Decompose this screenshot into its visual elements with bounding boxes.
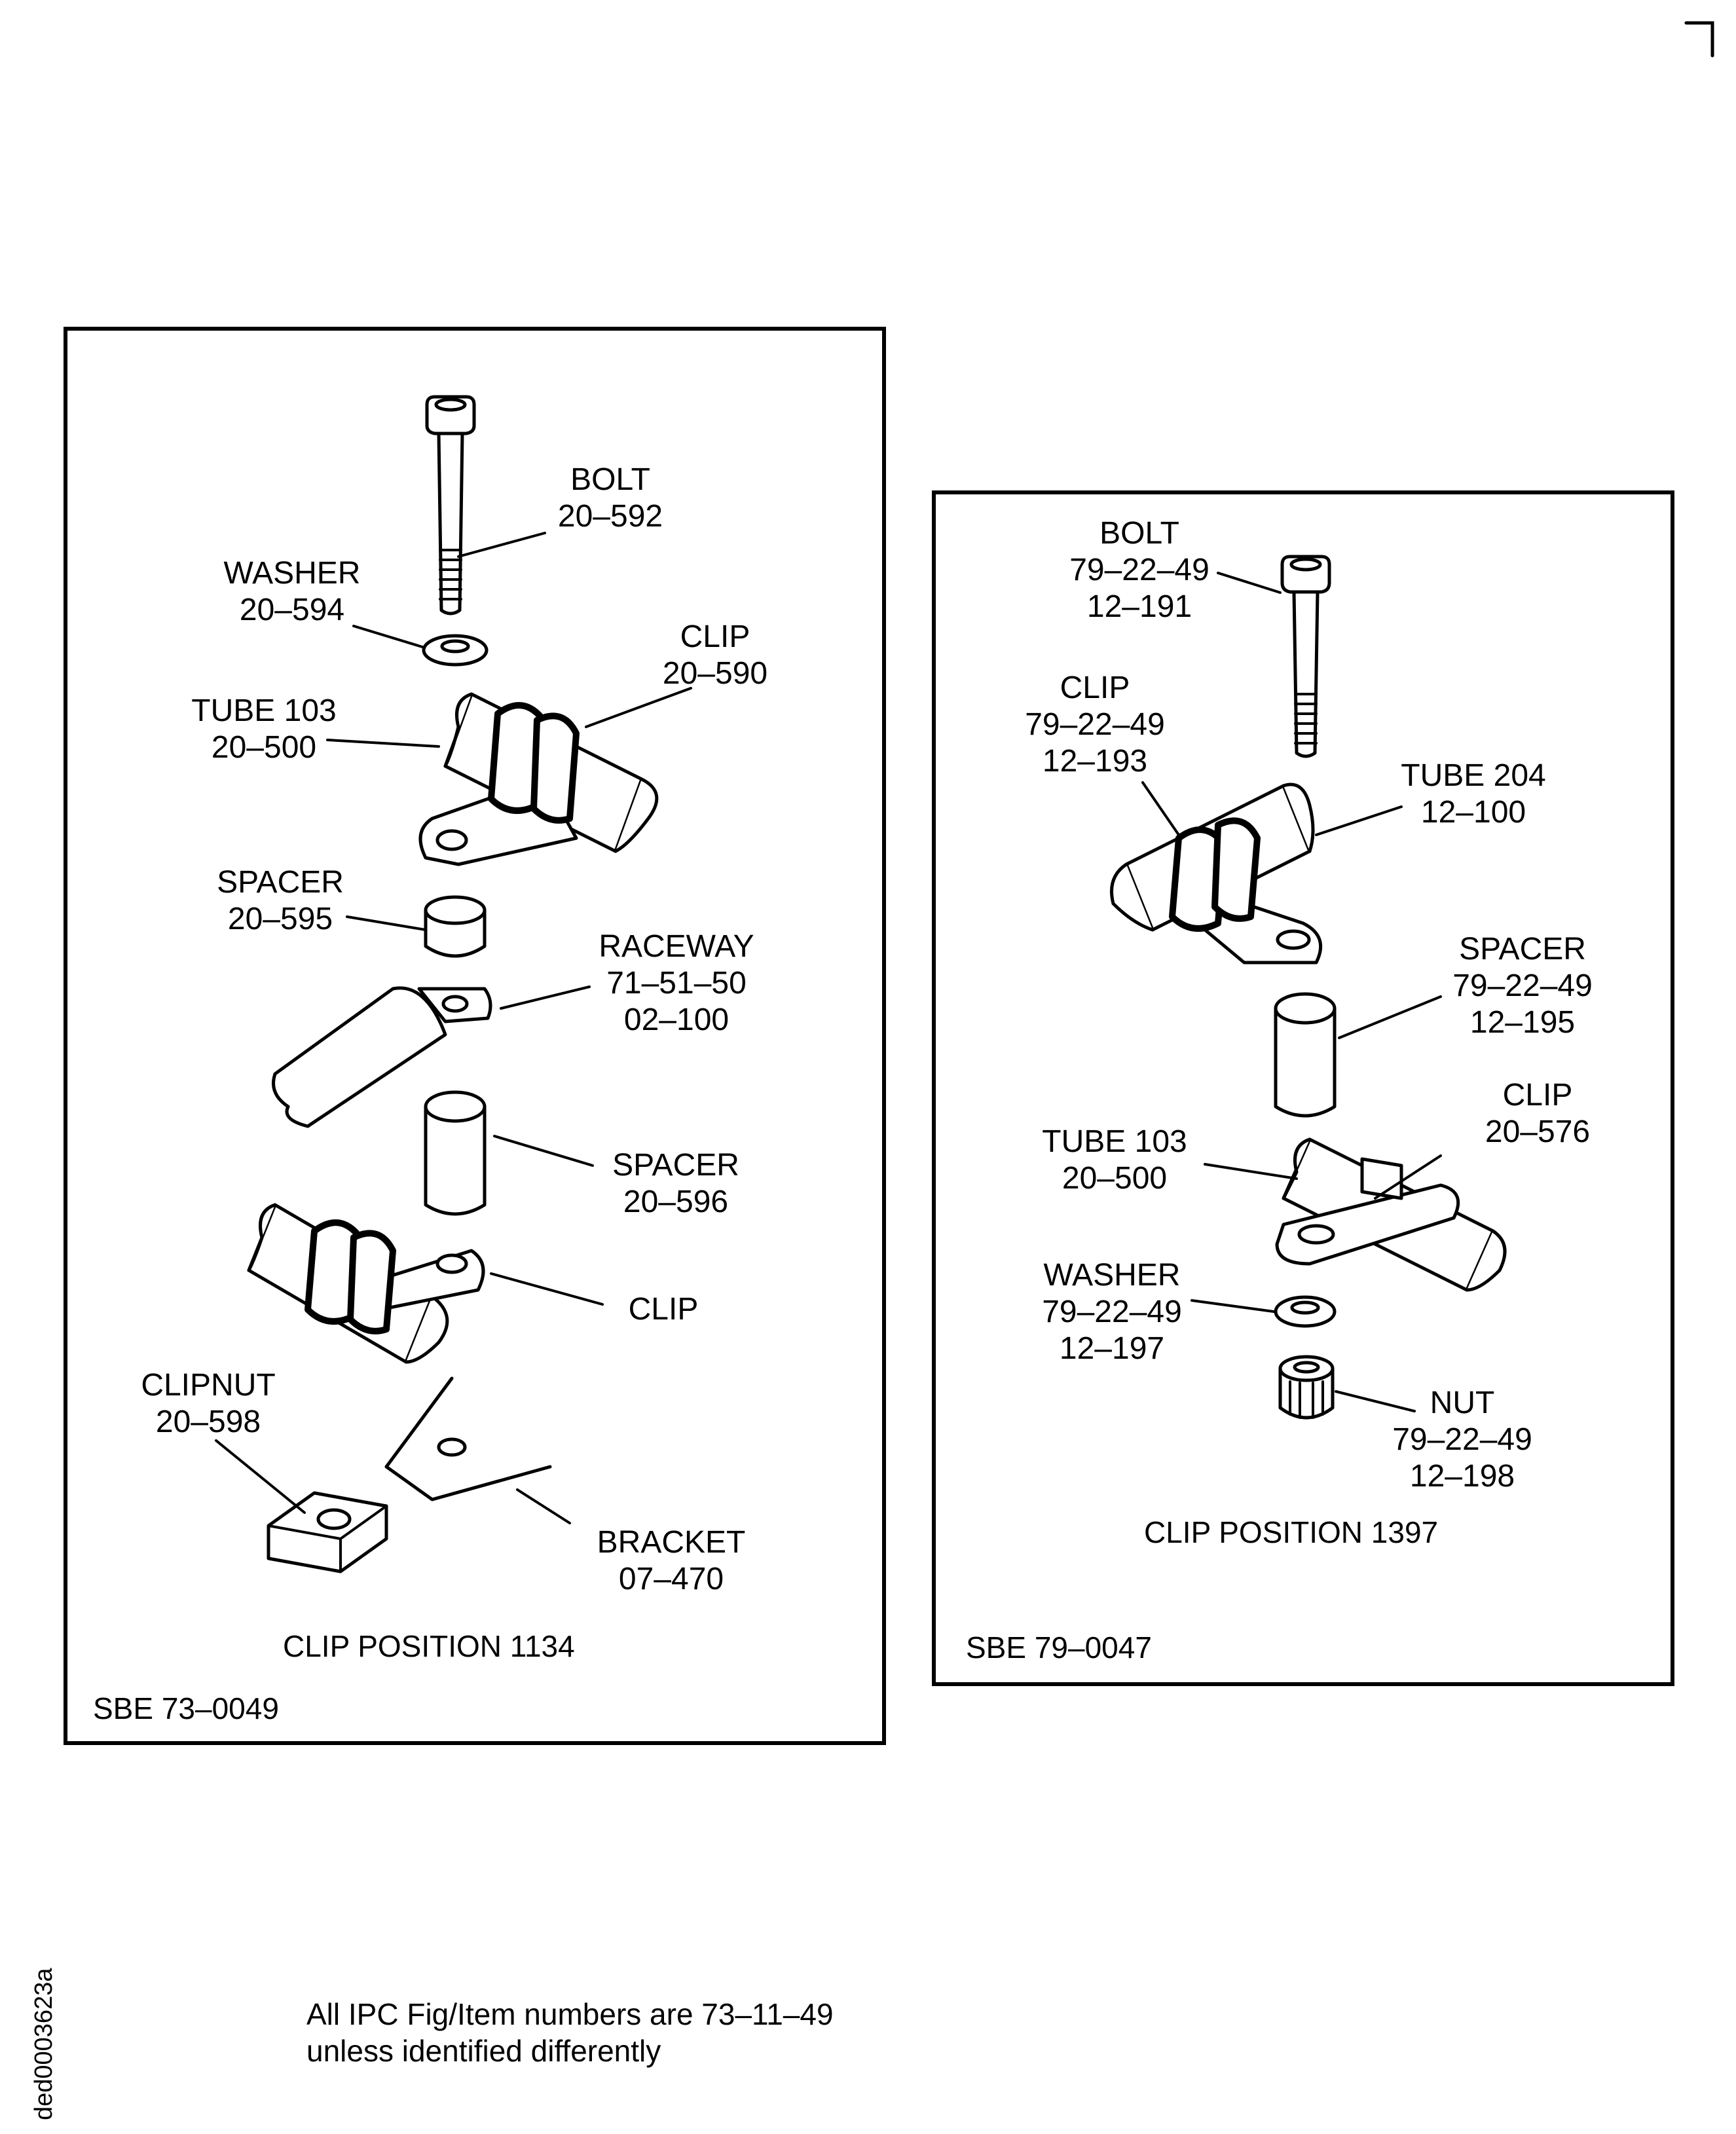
bolt-left-part <box>425 395 476 616</box>
clip-right-top-label: CLIP 79–22–49 12–193 <box>1025 670 1165 780</box>
part-name: CLIPNUT <box>141 1368 276 1403</box>
part-number: 79–22–49 <box>1069 553 1210 587</box>
footnote-line-2: unless identified differently <box>306 2034 661 2068</box>
part-number: 20–595 <box>227 902 333 936</box>
part-name: TUBE 204 <box>1401 758 1546 793</box>
part-name: WASHER <box>1043 1258 1181 1293</box>
part-name: SPACER <box>612 1148 739 1183</box>
part-number: 79–22–49 <box>1452 968 1593 1003</box>
part-name: CLIP <box>1502 1078 1573 1113</box>
part-name: BOLT <box>1099 516 1179 551</box>
right-panel-frame <box>932 490 1674 1686</box>
part-number: 12–198 <box>1409 1459 1515 1494</box>
nut-right-label: NUT 79–22–49 12–198 <box>1392 1385 1532 1495</box>
clipnut-label: CLIPNUT 20–598 <box>141 1367 275 1441</box>
clipnut-part <box>267 1491 388 1573</box>
spacer-long-left-part <box>424 1090 487 1216</box>
part-name: SPACER <box>217 865 344 900</box>
clip-lower-left-part <box>247 1203 485 1364</box>
right-panel-caption: CLIP POSITION 1397 <box>1144 1515 1439 1549</box>
part-name: CLIP <box>1060 671 1130 705</box>
bracket-label: BRACKET 07–470 <box>597 1524 746 1598</box>
part-number: 79–22–49 <box>1042 1295 1182 1329</box>
bolt-right-part <box>1280 555 1331 758</box>
nut-right-part <box>1278 1355 1335 1420</box>
left-panel-caption: CLIP POSITION 1134 <box>283 1629 575 1663</box>
part-number: 12–191 <box>1086 589 1192 624</box>
part-number: 07–470 <box>618 1562 724 1596</box>
tube-204-label: TUBE 204 12–100 <box>1401 758 1545 831</box>
part-number: 20–592 <box>557 499 663 534</box>
part-number: 20–594 <box>239 593 345 627</box>
part-name: RACEWAY <box>599 929 754 964</box>
clip-left-lower-label: CLIP <box>629 1291 699 1328</box>
left-leader-lines <box>215 532 692 1524</box>
part-number: 12–197 <box>1059 1331 1165 1366</box>
tube-103-left-label: TUBE 103 20–500 <box>191 693 336 766</box>
raceway-part <box>272 986 492 1128</box>
spacer-small-left-part <box>424 895 487 958</box>
part-number: 20–598 <box>155 1405 261 1439</box>
part-number: 20–500 <box>1062 1161 1168 1196</box>
part-number: 20–596 <box>623 1185 729 1219</box>
part-number: 71–51–50 <box>606 966 747 1001</box>
part-number: 02–100 <box>623 1003 729 1037</box>
part-name: WASHER <box>223 556 361 591</box>
washer-right-part <box>1274 1295 1337 1328</box>
ipc-footnote: All IPC Fig/Item numbers are 73–11–49 un… <box>306 1996 834 2069</box>
drawing-id: ded0003623a <box>30 1968 58 2120</box>
bracket-part <box>384 1376 552 1501</box>
part-name: CLIP <box>680 619 750 654</box>
part-name: NUT <box>1430 1386 1495 1420</box>
bolt-right-label: BOLT 79–22–49 12–191 <box>1069 515 1210 625</box>
part-name: BRACKET <box>597 1525 746 1560</box>
part-name: BOLT <box>570 462 650 497</box>
spacer-long-left-label: SPACER 20–596 <box>612 1147 739 1221</box>
spacer-small-left-label: SPACER 20–595 <box>217 864 344 938</box>
washer-left-part <box>422 634 489 667</box>
spacer-right-label: SPACER 79–22–49 12–195 <box>1452 931 1593 1041</box>
tube-103-right-label: TUBE 103 20–500 <box>1042 1124 1187 1197</box>
right-leader-lines <box>1141 572 1442 1412</box>
clip-tube-right-top-part <box>1110 782 1323 965</box>
part-number: 79–22–49 <box>1392 1422 1532 1457</box>
part-number: 20–500 <box>211 730 317 765</box>
part-number: 20–576 <box>1485 1114 1591 1149</box>
right-panel-sbe: SBE 79–0047 <box>966 1630 1152 1665</box>
clip-tube-right-lower-part <box>1275 1137 1507 1292</box>
clip-right-lower-label: CLIP 20–576 <box>1485 1077 1590 1150</box>
footnote-line-1: All IPC Fig/Item numbers are 73–11–49 <box>306 1997 834 2031</box>
clip-left-top-label: CLIP 20–590 <box>663 619 767 692</box>
raceway-label: RACEWAY 71–51–50 02–100 <box>599 929 754 1039</box>
part-name: CLIP <box>628 1292 699 1327</box>
washer-left-label: WASHER 20–594 <box>224 555 361 629</box>
part-number: 12–193 <box>1042 744 1148 779</box>
part-name: TUBE 103 <box>1042 1124 1187 1159</box>
part-name: TUBE 103 <box>191 693 337 728</box>
part-number: 79–22–49 <box>1025 707 1165 742</box>
clip-tube-left-top-part <box>418 692 659 866</box>
part-name: SPACER <box>1459 932 1586 966</box>
bolt-left-label: BOLT 20–592 <box>558 462 663 535</box>
left-panel-sbe: SBE 73–0049 <box>93 1691 279 1725</box>
left-panel-frame <box>64 327 886 1745</box>
part-number: 12–195 <box>1469 1005 1576 1040</box>
spacer-right-part <box>1274 992 1337 1118</box>
part-number: 12–100 <box>1420 795 1526 830</box>
part-number: 20–590 <box>662 656 768 691</box>
washer-right-label: WASHER 79–22–49 12–197 <box>1042 1257 1182 1367</box>
